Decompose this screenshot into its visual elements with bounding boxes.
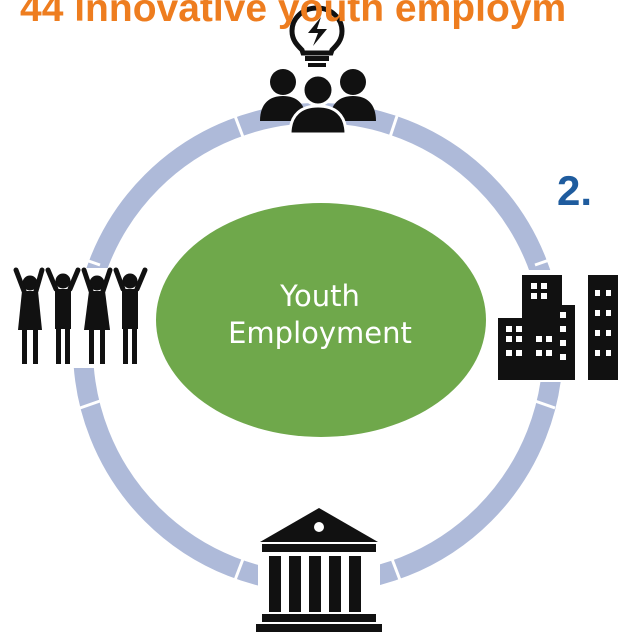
section-number: 2.: [557, 167, 593, 214]
bank-icon: [256, 505, 382, 632]
buildings-icon: [488, 270, 618, 382]
lightbulb-icon: [289, 5, 345, 67]
raised-hands-crowd-icon: [12, 267, 152, 368]
people-group-icon: [260, 69, 376, 136]
centre-ellipse: [156, 203, 486, 437]
page-title: 44 innovative youth employm: [20, 0, 567, 30]
centre-label: Youth Employment: [228, 279, 412, 350]
